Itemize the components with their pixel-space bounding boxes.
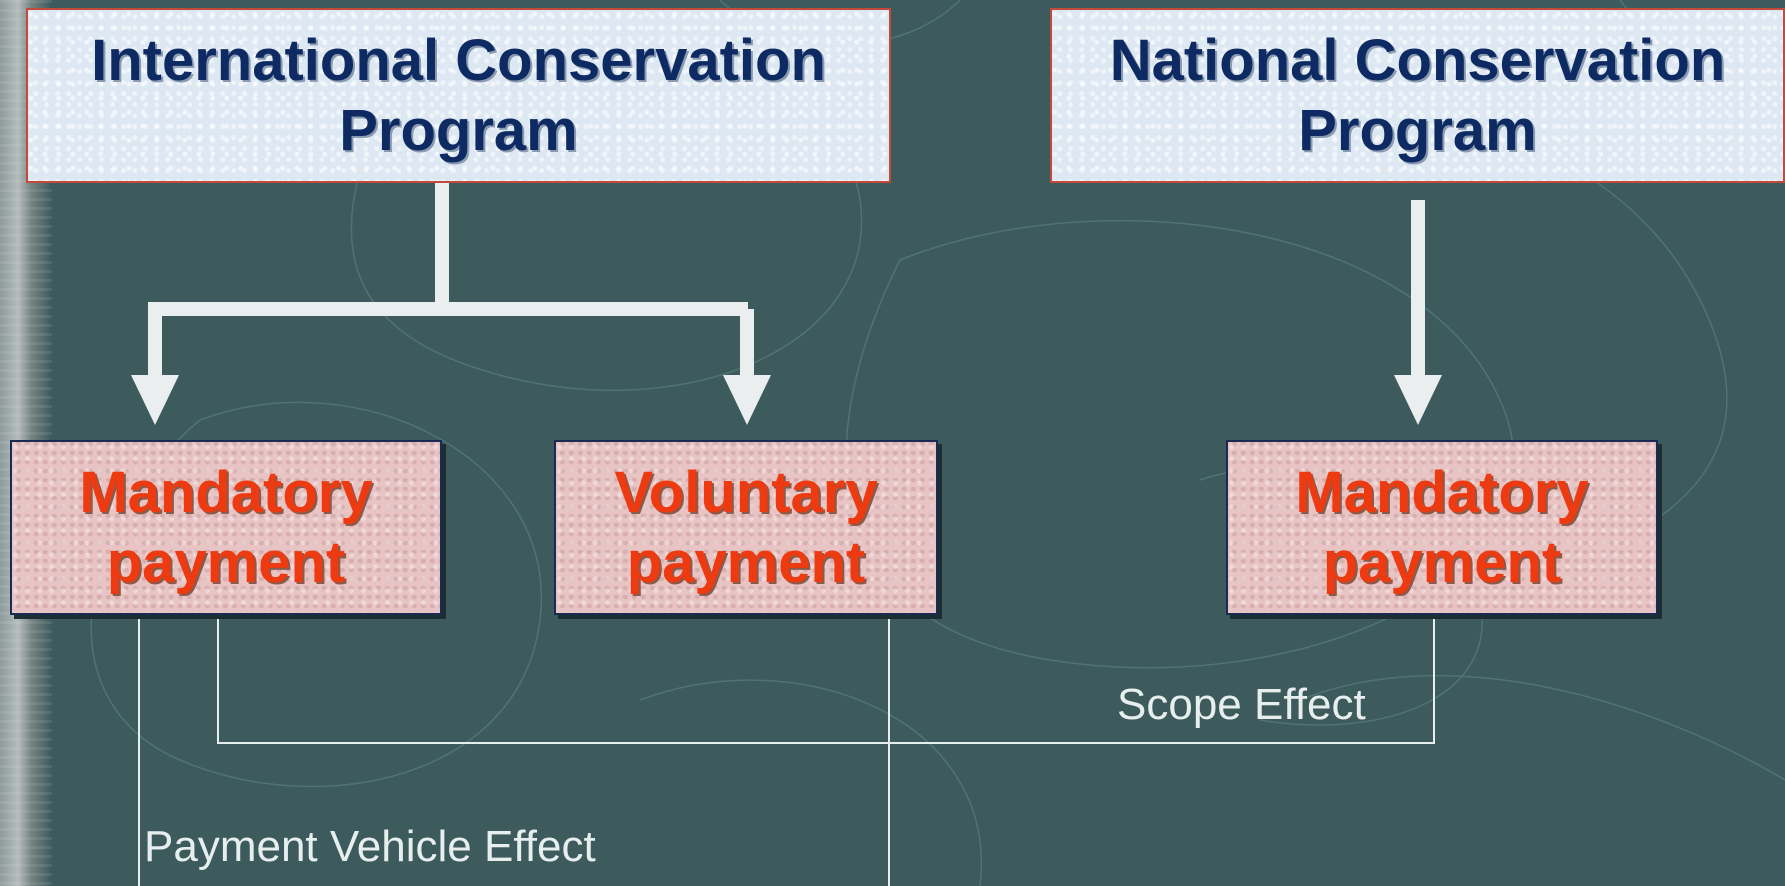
scope-effect-bracket [217,615,1435,744]
voluntary-payment-international-label: Voluntary payment [614,459,878,595]
mandatory-payment-international-box: Mandatory payment [10,440,442,615]
international-crossbar [148,302,748,316]
arrowhead-mandatory-international [131,375,179,425]
national-program-box: National Conservation Program [1050,8,1785,183]
national-stem [1411,200,1425,377]
mandatory-payment-national-label: Mandatory payment [1295,459,1589,595]
international-program-box: International Conservation Program [26,8,891,183]
mandatory-payment-international-label: Mandatory payment [79,459,373,595]
left-branch [148,309,162,377]
scope-effect-label: Scope Effect [1117,680,1366,729]
mandatory-payment-national-box: Mandatory payment [1226,440,1658,615]
voluntary-payment-international-box: Voluntary payment [554,440,938,615]
national-program-label: National Conservation Program [1109,27,1726,163]
international-program-label: International Conservation Program [91,27,826,163]
arrowhead-voluntary-international [723,375,771,425]
payment-vehicle-effect-label: Payment Vehicle Effect [144,822,596,871]
international-stem [435,182,449,310]
arrowhead-mandatory-national [1394,375,1442,425]
right-branch [740,309,754,377]
